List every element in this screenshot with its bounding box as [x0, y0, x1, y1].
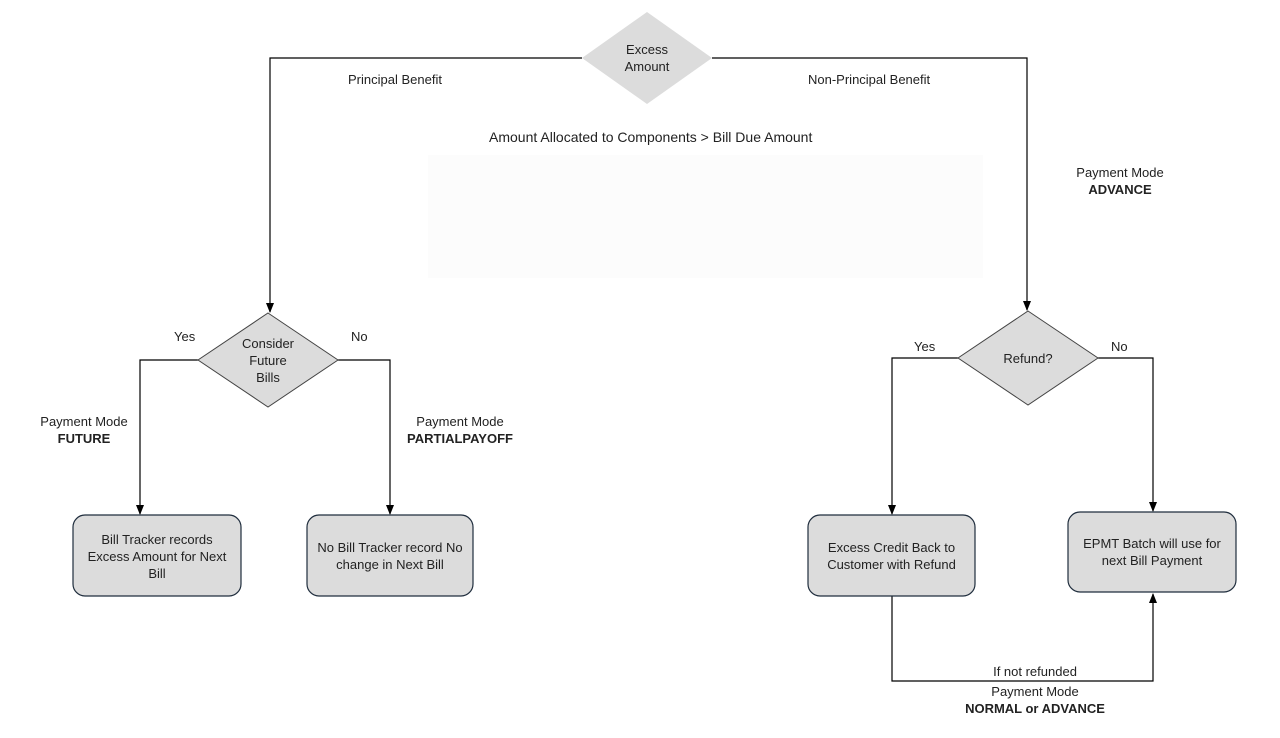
connector-future-no — [338, 359, 394, 515]
payment-mode-value: PARTIALPAYOFF — [407, 431, 513, 446]
payment-mode-label: Payment Mode — [1076, 165, 1164, 180]
process-epmt-batch: EPMT Batch will use for next Bill Paymen… — [1076, 516, 1228, 588]
connector-non-principal — [712, 57, 1031, 311]
label-principal-benefit: Principal Benefit — [348, 72, 442, 87]
decision-future-bills-shape — [197, 312, 339, 408]
payment-mode-value: NORMAL or ADVANCE — [965, 701, 1105, 716]
label-future-yes: Yes — [174, 329, 196, 344]
process-label: EPMT Batch will use for next Bill Paymen… — [1083, 536, 1221, 568]
process-no-bill-tracker: No Bill Tracker record No change in Next… — [317, 520, 463, 592]
label-non-principal-benefit: Non-Principal Benefit — [808, 72, 931, 87]
decision-excess-amount-shape — [582, 12, 712, 104]
faint-background-panel — [428, 155, 983, 278]
label-refund-no: No — [1111, 339, 1128, 354]
label-not-refunded: If not refunded — [993, 664, 1077, 679]
payment-mode-label: Payment Mode — [416, 414, 504, 429]
decision-label: Consider Future Bills — [241, 335, 295, 385]
decision-excess-amount: Excess Amount — [612, 40, 682, 76]
connector-not-refunded — [891, 593, 1157, 682]
decision-consider-future-bills: Consider Future Bills — [236, 334, 300, 386]
process-no-bill-tracker-shape — [306, 514, 474, 597]
process-bill-tracker-records: Bill Tracker records Excess Amount for N… — [85, 520, 229, 592]
process-label: Bill Tracker records Excess Amount for N… — [87, 531, 227, 581]
label-refund-yes: Yes — [914, 339, 936, 354]
label-condition: Amount Allocated to Components > Bill Du… — [489, 129, 813, 145]
payment-mode-label: Payment Mode — [991, 684, 1079, 699]
connector-principal — [266, 57, 582, 313]
connector-future-yes — [136, 359, 198, 515]
decision-label: Excess Amount — [624, 42, 670, 74]
process-epmt-batch-shape — [1067, 511, 1237, 593]
label-future-no: No — [351, 329, 368, 344]
connector-refund-no — [1098, 357, 1157, 512]
payment-mode-value: ADVANCE — [1088, 182, 1152, 197]
process-label: Excess Credit Back to Customer with Refu… — [827, 540, 956, 572]
payment-mode-value: FUTURE — [57, 431, 111, 446]
decision-refund: Refund? — [990, 348, 1066, 368]
decision-refund-shape — [957, 310, 1099, 406]
decision-label: Refund? — [1003, 350, 1053, 366]
process-label: No Bill Tracker record No change in Next… — [317, 540, 463, 572]
process-bill-tracker-shape — [72, 514, 242, 597]
payment-mode-label: Payment Mode — [40, 414, 128, 429]
process-excess-credit-shape — [807, 514, 976, 597]
process-excess-credit: Excess Credit Back to Customer with Refu… — [816, 520, 967, 592]
connector-refund-yes — [888, 357, 958, 515]
